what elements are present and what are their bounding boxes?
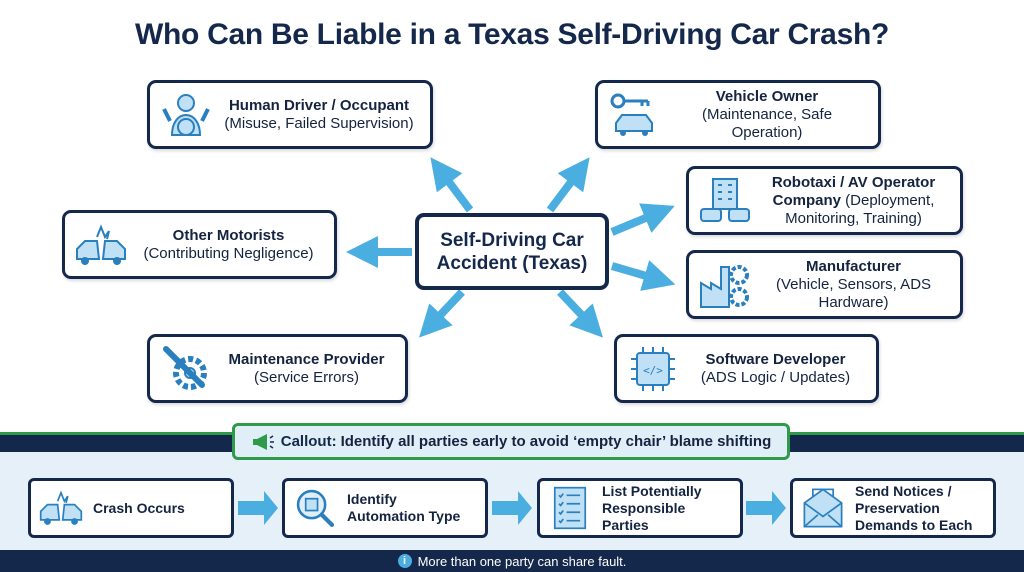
- info-icon: i: [397, 554, 412, 568]
- driver-icon: [162, 93, 210, 136]
- party-maintenance-provider: Maintenance Provider(Service Errors): [147, 334, 408, 403]
- arrow-software: [557, 289, 603, 338]
- party-name: Manufacturer: [805, 257, 902, 275]
- party-name-2: Company: [772, 191, 841, 209]
- party-name: Robotaxi / AV Operator: [771, 173, 936, 191]
- party-human-driver: Human Driver / Occupant(Misuse, Failed S…: [147, 80, 433, 149]
- envelope-icon: [803, 488, 843, 528]
- step-label: Send Notices / Preservation Demands to E…: [855, 482, 973, 533]
- key-car-icon: [610, 93, 653, 136]
- factory-gear-icon: [700, 264, 749, 308]
- party-name: Maintenance Provider: [228, 350, 385, 368]
- step-crash-occurs: Crash Occurs: [28, 478, 234, 538]
- party-name: Other Motorists: [172, 226, 285, 244]
- checklist-icon: [553, 486, 587, 530]
- party-vehicle-owner: Vehicle Owner(Maintenance, Safe Operatio…: [595, 80, 881, 149]
- callout-label: Callout:: [280, 433, 337, 450]
- page-title: Who Can Be Liable in a Texas Self-Drivin…: [134, 18, 889, 51]
- arrow-manufacturer: [610, 260, 676, 291]
- crash-icon: [39, 490, 83, 525]
- party-detail: (Vehicle, Sensors, ADS Hardware): [775, 275, 932, 311]
- callout: Callout:Identify all parties early to av…: [232, 423, 790, 460]
- center-line1: Self-Driving Car: [440, 229, 584, 251]
- party-other-motorists: Other Motorists(Contributing Negligence): [62, 210, 337, 279]
- step-identify-automation: Identify Automation Type: [282, 478, 488, 538]
- party-detail: (ADS Logic / Updates): [700, 368, 851, 386]
- crash-icon: [76, 223, 126, 265]
- party-detail: (Contributing Negligence): [143, 244, 314, 262]
- svg-text:</>: </>: [643, 364, 663, 377]
- party-detail: (Maintenance, Safe Operation): [701, 105, 833, 141]
- arrow-maintenance: [419, 289, 465, 338]
- magnifier-chip-icon: [296, 489, 335, 528]
- footer: i More than one party can share fault.: [0, 550, 1024, 572]
- arrows: [346, 157, 676, 338]
- step-list-parties: List Potentially Responsible Parties: [537, 478, 743, 538]
- callout-text: Identify all parties early to avoid ‘emp…: [340, 433, 772, 450]
- step-label: Identify Automation Type: [347, 491, 461, 524]
- step-label: List Potentially Responsible Parties: [602, 482, 702, 533]
- party-manufacturer: Manufacturer(Vehicle, Sensors, ADS Hardw…: [686, 250, 963, 319]
- step-label: Crash Occurs: [93, 499, 185, 516]
- arrow-owner: [546, 157, 590, 213]
- megaphone-icon: [252, 433, 274, 450]
- chip-code-icon: </>: [631, 346, 675, 391]
- party-software-developer: </> Software Developer(ADS Logic / Updat…: [614, 334, 879, 403]
- party-name: Vehicle Owner: [715, 87, 819, 105]
- party-detail: (Deployment, Monitoring, Training): [785, 191, 935, 227]
- center-line2: Accident (Texas): [436, 252, 588, 274]
- party-name: Human Driver / Occupant: [228, 96, 410, 114]
- step-send-notices: Send Notices / Preservation Demands to E…: [790, 478, 996, 538]
- footer-text: More than one party can share fault.: [417, 553, 627, 569]
- fleet-building-icon: [700, 177, 750, 222]
- party-name: Software Developer: [705, 350, 846, 368]
- arrow-robotaxi: [610, 203, 675, 236]
- wrench-gear-icon: [163, 345, 207, 390]
- party-detail: (Misuse, Failed Supervision): [224, 114, 414, 132]
- arrow-driver: [430, 157, 474, 213]
- party-detail: (Service Errors): [253, 368, 359, 386]
